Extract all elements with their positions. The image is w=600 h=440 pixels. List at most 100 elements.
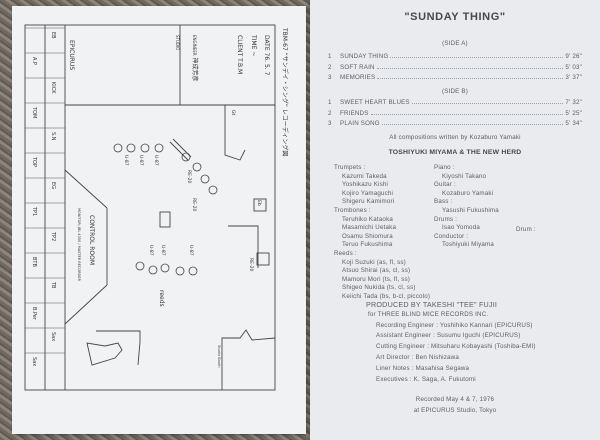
booth-label: Studio Booth <box>217 345 221 368</box>
channel-label: TB <box>50 281 56 289</box>
track-row: 1 SWEET HEART BLUES 7' 32" <box>328 99 582 106</box>
dot-leader <box>411 103 564 104</box>
personnel-line: Kazumi Takeda <box>342 172 387 180</box>
credit-line: Assistant Engineer : Susumu Iguchi (EPIC… <box>376 332 521 340</box>
track-time: 3' 37" <box>565 74 582 81</box>
credit-line: Executives : K. Saga, A. Fukutomi <box>376 375 476 383</box>
studio-label: STUDIO <box>175 35 180 50</box>
track-title: SOFT RAIN <box>340 63 375 71</box>
dot-leader <box>377 78 564 79</box>
track-row: 1 SUNDAY THING 9' 26" <box>328 53 582 60</box>
track-row: 2 FRIENDS 5' 25" <box>328 110 582 117</box>
compositions-credit: All compositions written by Kozaburo Yam… <box>389 134 521 141</box>
album-title: "SUNDAY THING" <box>404 11 506 23</box>
track-title: SUNDAY THING <box>340 53 389 60</box>
band-name: TOSHIYUKI MIYAMA & THE NEW HERD <box>388 149 522 156</box>
personnel-line: Teruo Fukushima <box>342 241 393 249</box>
personnel-line: Reeds : <box>334 250 357 257</box>
track-number: 1 <box>328 99 332 106</box>
engineer-label: ENGINEER <box>192 35 197 56</box>
side-a-label: (SIDE A) <box>442 40 468 47</box>
side-b-label: (SIDE B) <box>441 88 468 95</box>
credit-line: Cutting Engineer : Mitsuharu Kobayashi (… <box>376 343 536 351</box>
track-time: 5' 34" <box>565 120 582 127</box>
track-title: SWEET HEART BLUES <box>340 99 410 106</box>
layout-heading: TBM-67 “サンデイ・シング” レコーディング図 <box>281 27 289 156</box>
credit-line: Recording Engineer : Yoshihiko Kannari (… <box>376 321 533 329</box>
personnel-line: Mamoru Mori (ts, fl, ss) <box>342 275 411 283</box>
personnel-line: Guitar : <box>434 181 456 189</box>
mic-label: RE-20 <box>186 170 192 183</box>
track-title: MEMORIES <box>340 74 376 81</box>
credit-line: Liner Notes : Masahisa Segawa <box>376 364 470 372</box>
personnel-line: Kojiro Yamaguchi <box>342 189 394 197</box>
dot-leader <box>376 67 564 69</box>
channel-label: TP1 <box>31 206 37 216</box>
track-time: 5' 03" <box>565 63 582 71</box>
dot-leader <box>381 124 564 125</box>
channel-label: Sax <box>50 332 56 341</box>
personnel-line: Yoshikazu Kishi <box>342 181 389 189</box>
personnel-line: Trumpets : <box>334 164 366 171</box>
dot-leader <box>370 113 564 115</box>
track-time: 5' 25" <box>565 109 582 117</box>
track-number: 2 <box>328 63 332 71</box>
personnel-line: Piano : <box>434 164 455 171</box>
personnel-line: Conductor : <box>434 232 469 240</box>
personnel-line: Isao Yomoda <box>442 224 480 232</box>
mic-label: RE-20 <box>248 258 254 271</box>
mic-label: U-87 <box>123 155 129 166</box>
booth-label: Eb <box>256 200 262 206</box>
engineer-value: 神成芳彦 <box>191 58 199 82</box>
track-title: PLAIN SONG <box>340 120 380 127</box>
monitor-note: MONITOR: JBL 4350 / MASTER RECORDER <box>77 208 81 281</box>
track-row: 3 MEMORIES 3' 37" <box>328 74 582 81</box>
mic-label: RE-20 <box>191 198 197 211</box>
reeds-label: reeds <box>158 290 165 307</box>
mic-label: U-87 <box>148 245 154 256</box>
svg-text:DATE 76. 5. 7: DATE 76. 5. 7 <box>263 35 270 76</box>
credit-line: Art Director : Ben Nishizawa <box>376 354 459 361</box>
personnel-line: Shigeo Nukida (ts, cl, ss) <box>342 284 416 292</box>
mic-label: U-87 <box>153 155 159 166</box>
studio-layout-page: TBM-67 “サンデイ・シング” レコーディング図 DATE 76. 5. 7… <box>12 6 306 434</box>
track-title: FRIENDS <box>340 109 369 117</box>
booth-label: Gt <box>230 110 236 115</box>
date-value: 76. 5. 7 <box>263 53 270 76</box>
track-time: 9' 26" <box>565 53 582 60</box>
client-label: CLIENT <box>236 35 243 57</box>
track-number: 1 <box>328 53 332 60</box>
svg-text:TIME ~: TIME ~ <box>250 34 257 56</box>
diagram-frame <box>24 24 276 391</box>
track-row: 3 PLAIN SONG 5' 34" <box>328 120 582 127</box>
channel-label: TP2 <box>50 231 56 241</box>
control-room-label: CONTROL ROOM <box>88 215 95 265</box>
channel-label: Sax <box>31 357 37 366</box>
track-number: 3 <box>328 120 332 127</box>
personnel-line: Keiichi Tada (bs, b-cl, piccolo) <box>342 293 431 300</box>
personnel-line: Koji Suzuki (as, fl, ss) <box>342 258 406 266</box>
piano-icon <box>86 330 141 366</box>
svg-text:ENGINEER 神成芳彦: ENGINEER 神成芳彦 <box>191 35 199 82</box>
channel-label: TOP <box>31 156 37 167</box>
recorded-date: Recorded May 4 & 7, 1976 <box>415 396 495 403</box>
personnel-line: Osamu Shiomura <box>342 232 393 240</box>
channel-label: B.Per <box>31 307 37 321</box>
personnel-line: Kozaburo Yamaki <box>442 189 494 197</box>
microphone-circles <box>113 143 218 276</box>
track-number: 3 <box>328 74 332 81</box>
personnel-line: Atsuo Shirai (as, cl, ss) <box>342 267 411 275</box>
track-number: 2 <box>328 109 332 117</box>
track-time: 7' 32" <box>565 99 582 106</box>
studio-layout-diagram: TBM-67 “サンデイ・シング” レコーディング図 DATE 76. 5. 7… <box>24 24 289 391</box>
liner-notes-page: "SUNDAY THING" (SIDE A) (SIDE B) All com… <box>310 0 600 440</box>
client-value: T.B.M <box>236 57 243 74</box>
channel-list: EBA.PKICKTOMS.NTOPEGTP1TP2BTBTBB.PerSaxS… <box>25 27 65 366</box>
date-label: DATE <box>263 35 270 51</box>
credit-line: for THREE BLIND MICE RECORDS INC. <box>368 310 489 318</box>
dot-leader <box>390 57 564 58</box>
personnel-line: Teruhiko Kataoka <box>342 215 394 223</box>
personnel-line: Trombones : <box>334 207 371 214</box>
channel-label: EB <box>50 32 56 39</box>
mic-label: U-87 <box>138 155 144 166</box>
